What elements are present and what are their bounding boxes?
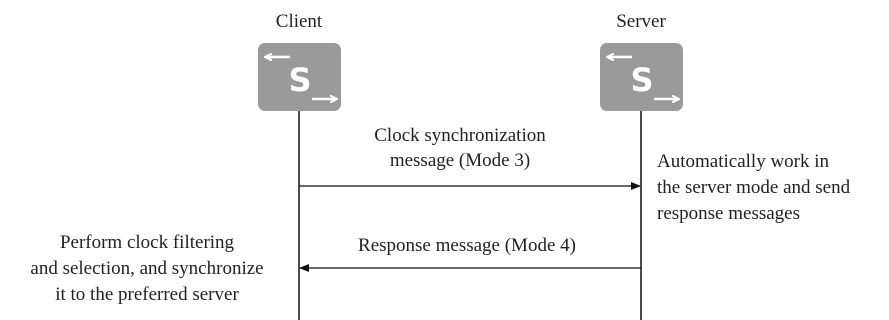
server-note-line2: the server mode and send xyxy=(657,177,851,198)
request-message-label-line1: Clock synchronization xyxy=(374,125,546,146)
client-note-line3: it to the preferred server xyxy=(55,284,239,305)
svg-text:S: S xyxy=(630,61,653,99)
svg-text:S: S xyxy=(288,61,311,99)
server-switch-icon: S xyxy=(600,43,683,111)
server-label: Server xyxy=(616,11,666,32)
server-note-line1: Automatically work in xyxy=(657,151,830,172)
client-note-line1: Perform clock filtering xyxy=(60,232,235,253)
client-label: Client xyxy=(276,11,323,32)
client-note-line2: and selection, and synchronize xyxy=(30,258,263,279)
response-message-label: Response message (Mode 4) xyxy=(358,235,576,256)
client-switch-icon: S xyxy=(258,43,341,111)
request-message-label-line2: message (Mode 3) xyxy=(390,150,530,171)
server-note-line3: response messages xyxy=(657,203,800,224)
